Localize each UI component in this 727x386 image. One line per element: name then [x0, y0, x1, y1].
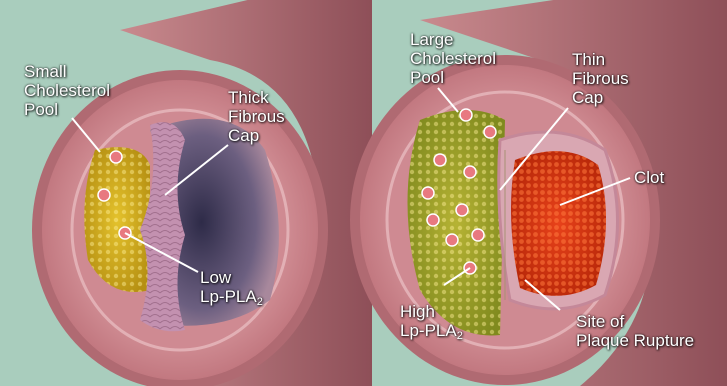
- label-clot: Clot: [634, 168, 664, 187]
- label-line: Large: [410, 30, 496, 49]
- label-subscript: 2: [457, 330, 463, 342]
- label-thick-fibrous-cap: Thick Fibrous Cap: [228, 88, 285, 145]
- label-line: Cap: [228, 126, 285, 145]
- label-line: Small: [24, 62, 110, 81]
- label-line: Site of: [576, 312, 694, 331]
- label-line: High: [400, 302, 463, 321]
- label-line: Lp-PLA2: [200, 287, 263, 312]
- label-text: Lp-PLA: [200, 287, 257, 306]
- label-line: Thin: [572, 50, 629, 69]
- label-thin-fibrous-cap: Thin Fibrous Cap: [572, 50, 629, 107]
- label-line: Pool: [410, 68, 496, 87]
- label-text: Lp-PLA: [400, 321, 457, 340]
- label-small-cholesterol-pool: Small Cholesterol Pool: [24, 62, 110, 119]
- label-line: Cholesterol: [410, 49, 496, 68]
- label-line: Lp-PLA2: [400, 321, 463, 346]
- label-high-lp-pla2: High Lp-PLA2: [400, 302, 463, 346]
- label-line: Low: [200, 268, 263, 287]
- label-line: Fibrous: [228, 107, 285, 126]
- label-subscript: 2: [257, 296, 263, 308]
- label-large-cholesterol-pool: Large Cholesterol Pool: [410, 30, 496, 87]
- label-site-of-plaque-rupture: Site of Plaque Rupture: [576, 312, 694, 350]
- label-line: Fibrous: [572, 69, 629, 88]
- label-line: Cholesterol: [24, 81, 110, 100]
- label-line: Plaque Rupture: [576, 331, 694, 350]
- left-artery: [32, 0, 372, 386]
- label-low-lp-pla2: Low Lp-PLA2: [200, 268, 263, 312]
- label-line: Cap: [572, 88, 629, 107]
- label-line: Clot: [634, 168, 664, 187]
- label-line: Pool: [24, 100, 110, 119]
- label-line: Thick: [228, 88, 285, 107]
